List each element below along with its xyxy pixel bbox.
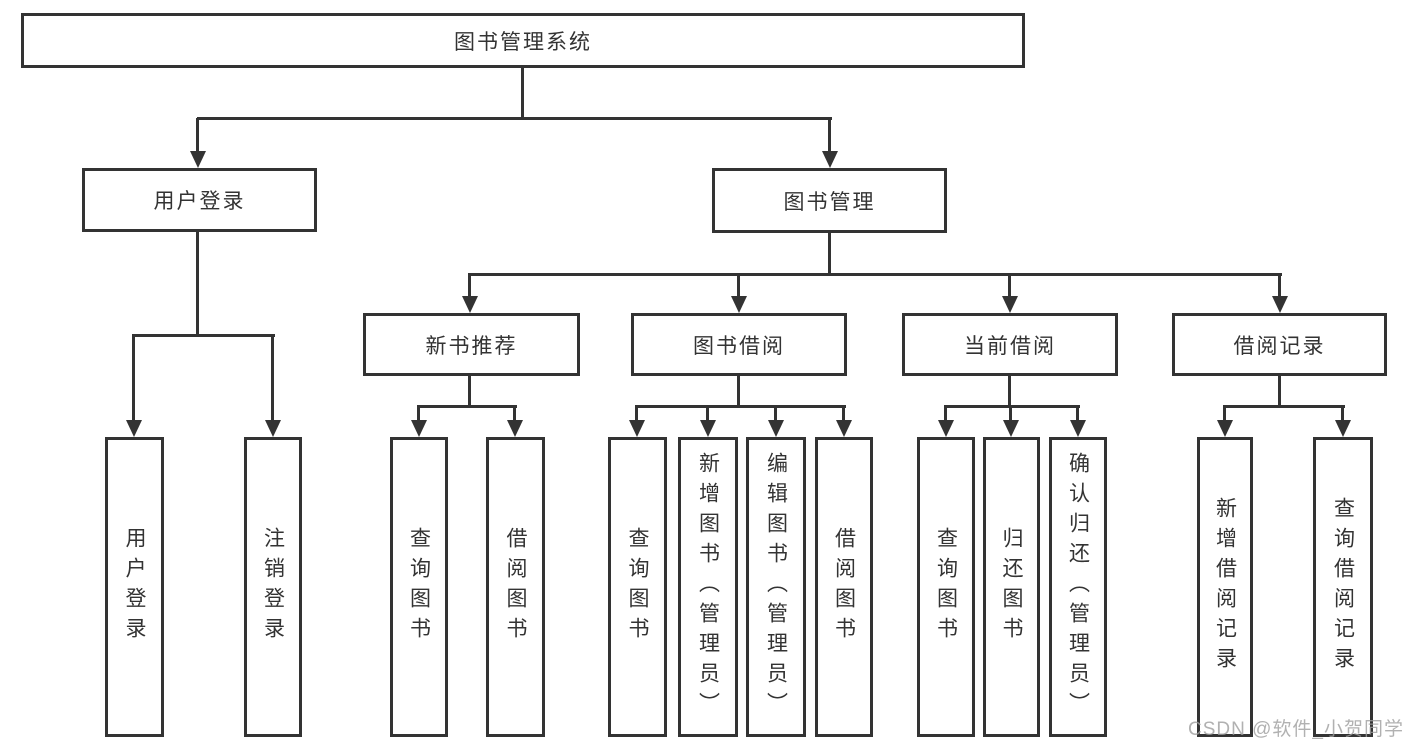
connector-level3-bar [468, 273, 1282, 276]
leaf-query-books-recommend: 查询图书 [390, 437, 448, 737]
leaf-label: 用户登录 [123, 527, 146, 647]
csdn-watermark: CSDN @软件_小贺同学 [1188, 719, 1404, 740]
connector-arrow [265, 420, 281, 437]
connector-arrow [731, 296, 747, 313]
node-root-library-system: 图书管理系统 [21, 13, 1025, 68]
connector-arrow [1272, 296, 1288, 313]
leaf-query-books-borrowing: 查询图书 [608, 437, 667, 737]
connector-records-drop [1278, 376, 1281, 408]
connector-shaft [635, 405, 638, 421]
connector-shaft [1076, 405, 1079, 421]
connector-shaft [706, 405, 709, 421]
leaf-label: 归还图书 [1000, 527, 1023, 647]
connector-arrow [768, 420, 784, 437]
connector-arrow [411, 420, 427, 437]
leaf-query-borrow-record: 查询借阅记录 [1313, 437, 1373, 737]
connector-shaft [1223, 405, 1226, 421]
leaf-label: 确认归还（管理员） [1066, 452, 1090, 722]
connector-shaft [513, 405, 516, 421]
leaf-label: 查询图书 [934, 527, 958, 647]
connector-root-bar [197, 117, 832, 120]
connector-shaft [737, 273, 740, 297]
connector-shaft [417, 405, 420, 421]
connector-arrow [507, 420, 523, 437]
leaf-label: 编辑图书（管理员） [764, 452, 788, 722]
connector-shaft [132, 334, 135, 420]
connector-shaft [828, 118, 831, 151]
connector-shaft [944, 405, 947, 421]
connector-bookmgmt-drop [828, 233, 831, 276]
connector-userlogin-bar [133, 334, 275, 337]
connector-shaft [1278, 273, 1281, 297]
node-borrowing-records: 借阅记录 [1172, 313, 1387, 376]
connector-arrow [1002, 296, 1018, 313]
connector-shaft [271, 334, 274, 420]
connector-arrow [629, 420, 645, 437]
connector-arrow [1335, 420, 1351, 437]
connector-current-drop [1008, 376, 1011, 408]
connector-arrow [822, 151, 838, 168]
leaf-borrow-books-borrowing: 借阅图书 [815, 437, 873, 737]
connector-arrow [1003, 420, 1019, 437]
leaf-label: 查询借阅记录 [1331, 497, 1355, 677]
connector-shaft [468, 273, 471, 297]
connector-recommend-bar [417, 405, 517, 408]
connector-shaft [842, 405, 845, 421]
leaf-query-books-current: 查询图书 [917, 437, 975, 737]
connector-arrow [462, 296, 478, 313]
connector-current-bar [944, 405, 1080, 408]
connector-shaft [1008, 273, 1011, 297]
leaf-label: 新增借阅记录 [1213, 497, 1237, 677]
leaf-label: 查询图书 [407, 527, 431, 647]
node-book-borrowing: 图书借阅 [631, 313, 847, 376]
leaf-label: 注销登录 [261, 527, 285, 647]
node-book-management: 图书管理 [712, 168, 947, 233]
connector-shaft [1341, 405, 1344, 421]
connector-arrow [1217, 420, 1233, 437]
connector-recommend-drop [468, 376, 471, 408]
connector-arrow [700, 420, 716, 437]
leaf-logout: 注销登录 [244, 437, 302, 737]
leaf-label: 查询图书 [626, 527, 649, 647]
connector-arrow [126, 420, 142, 437]
leaf-add-borrow-record: 新增借阅记录 [1197, 437, 1253, 737]
leaf-label: 新增图书（管理员） [696, 452, 720, 722]
connector-arrow [938, 420, 954, 437]
connector-shaft [774, 405, 777, 421]
leaf-edit-books-admin: 编辑图书（管理员） [746, 437, 806, 737]
connector-root-drop [521, 68, 524, 118]
connector-arrow [836, 420, 852, 437]
leaf-borrow-books-recommend: 借阅图书 [486, 437, 545, 737]
node-current-borrowing: 当前借阅 [902, 313, 1118, 376]
connector-borrowing-drop [737, 376, 740, 408]
leaf-label: 借阅图书 [504, 527, 527, 647]
connector-userlogin-drop [196, 232, 199, 335]
leaf-add-books-admin: 新增图书（管理员） [678, 437, 738, 737]
leaf-return-books: 归还图书 [983, 437, 1040, 737]
node-user-login: 用户登录 [82, 168, 317, 232]
node-new-book-recommend: 新书推荐 [363, 313, 580, 376]
connector-arrow [190, 151, 206, 168]
connector-shaft [1009, 405, 1012, 421]
leaf-label: 借阅图书 [832, 527, 856, 647]
leaf-user-login: 用户登录 [105, 437, 164, 737]
connector-borrowing-bar [635, 405, 846, 408]
connector-records-bar [1223, 405, 1345, 408]
connector-arrow [1070, 420, 1086, 437]
leaf-confirm-return-admin: 确认归还（管理员） [1049, 437, 1107, 737]
connector-shaft [196, 118, 199, 151]
